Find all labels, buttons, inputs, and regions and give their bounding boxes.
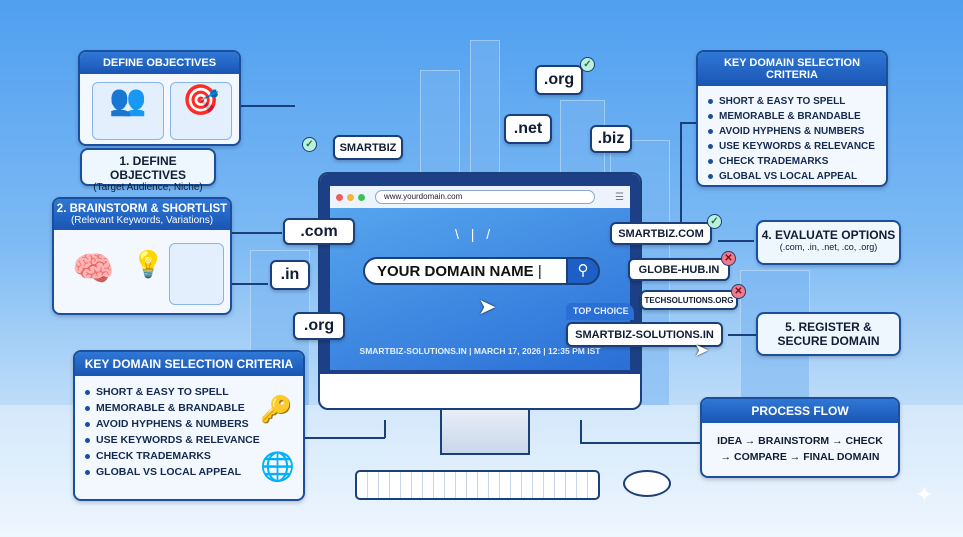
connector — [384, 420, 386, 438]
monitor-stand — [440, 410, 530, 455]
criteria-item: MEMORABLE & BRANDABLE — [85, 402, 293, 414]
criteria-item: GLOBAL VS LOCAL APPEAL — [85, 466, 293, 478]
close-dot[interactable] — [336, 193, 343, 201]
define-objectives-step: 1. DEFINE OBJECTIVES (Target Audience, N… — [80, 148, 216, 193]
search-icon: ⚲ — [577, 262, 589, 279]
search-input[interactable]: YOUR DOMAIN NAME | — [363, 257, 568, 285]
check-icon: ✓ — [580, 57, 595, 72]
sparkle-icon: ✦ — [915, 482, 934, 507]
audience-target-icon: 👥 — [92, 82, 164, 140]
criteria-header: KEY DOMAIN SELECTION CRITERIA — [698, 52, 886, 86]
step-subtitle: (Target Audience, Niche) — [93, 182, 203, 193]
register-domain-step: 5. REGISTER & SECURE DOMAIN — [756, 312, 901, 356]
top-choice-tag: TOP CHOICE — [566, 303, 634, 320]
search-value: YOUR DOMAIN NAME — [377, 263, 534, 280]
shortlist-icon — [169, 243, 224, 305]
criteria-item: SHORT & EASY TO SPELL — [708, 96, 876, 107]
criteria-item: CHECK TRADEMARKS — [708, 156, 876, 167]
unavailable-x-icon: ✕ — [731, 284, 746, 299]
step-subtitle: (.com, .in, .net, .co, .org) — [779, 242, 878, 252]
candidate-smartbiz-com[interactable]: SMARTBIZ.COM — [610, 222, 712, 245]
connector — [305, 437, 385, 439]
criteria-list: SHORT & EASY TO SPELL MEMORABLE & BRANDA… — [698, 86, 886, 185]
sparkle-icon: \ | / — [455, 226, 495, 242]
criteria-list: SHORT & EASY TO SPELL MEMORABLE & BRANDA… — [75, 376, 303, 488]
connector — [580, 442, 700, 444]
tld-bubble-com: .com — [283, 218, 355, 245]
criteria-card-right: KEY DOMAIN SELECTION CRITERIA SHORT & EA… — [696, 50, 888, 187]
criteria-header: KEY DOMAIN SELECTION CRITERIA — [75, 352, 303, 376]
tld-bubble-org-top: .org — [535, 65, 583, 95]
browser-toolbar: www.yourdomain.com ☰ — [330, 186, 630, 208]
top-choice-domain[interactable]: SMARTBIZ-SOLUTIONS.IN — [566, 322, 723, 347]
globe-icon: 🌐 — [260, 451, 295, 482]
brainstorm-subtitle: (Relevant Keywords, Variations) — [70, 215, 214, 226]
criteria-item: CHECK TRADEMARKS — [85, 450, 293, 462]
criteria-item: AVOID HYPHENS & NUMBERS — [708, 126, 876, 137]
define-objectives-card: DEFINE OBJECTIVES 👥 🎯 — [78, 50, 241, 146]
checklist-target-icon: 🎯 — [170, 82, 232, 140]
connector — [718, 240, 754, 242]
connector — [680, 122, 682, 232]
connector — [680, 122, 698, 124]
minimize-dot[interactable] — [347, 193, 354, 201]
maximize-dot[interactable] — [358, 193, 365, 201]
tld-bubble-org: .org — [293, 312, 345, 340]
menu-icon[interactable]: ☰ — [615, 191, 624, 203]
candidate-techsolutions-org[interactable]: TECHSOLUTIONS.ORG — [640, 290, 738, 310]
define-objectives-header: DEFINE OBJECTIVES — [80, 52, 239, 74]
process-flow-card: PROCESS FLOW IDEA → BRAINSTORM → CHECK →… — [700, 397, 900, 478]
candidate-globe-hub-in[interactable]: GLOBE-HUB.IN — [628, 258, 730, 281]
brainstorm-title: 2. BRAINSTORM & SHORTLIST — [56, 203, 228, 215]
lightbulb-icon: 💡 — [132, 249, 165, 279]
criteria-card-left: KEY DOMAIN SELECTION CRITERIA SHORT & EA… — [73, 350, 305, 501]
step-title: 4. EVALUATE OPTIONS — [761, 228, 896, 242]
connector — [580, 420, 582, 443]
connector — [232, 283, 268, 285]
process-flow-header: PROCESS FLOW — [702, 399, 898, 423]
connector — [240, 105, 295, 107]
head-brain-icon: 🧠 — [72, 250, 115, 288]
connector — [728, 334, 756, 336]
tld-bubble-net: .net — [504, 114, 552, 144]
connector — [232, 232, 282, 234]
criteria-item: MEMORABLE & BRANDABLE — [708, 111, 876, 122]
url-bar[interactable]: www.yourdomain.com — [375, 190, 595, 204]
name-bubble-smartbiz: SMARTBIZ — [333, 135, 403, 160]
mouse — [623, 470, 671, 497]
criteria-item: SHORT & EASY TO SPELL — [85, 386, 293, 398]
check-icon: ✓ — [302, 137, 317, 152]
step-title-line2: SECURE DOMAIN — [777, 334, 880, 348]
criteria-item: AVOID HYPHENS & NUMBERS — [85, 418, 293, 430]
tld-bubble-in: .in — [270, 260, 310, 290]
criteria-item: USE KEYWORDS & RELEVANCE — [708, 141, 876, 152]
mouse-pointer-icon: ➤ — [478, 294, 497, 319]
key-bulb-icon: 🔑 — [260, 394, 293, 424]
evaluate-options-step: 4. EVALUATE OPTIONS (.com, .in, .net, .c… — [756, 220, 901, 265]
search-button[interactable]: ⚲ — [566, 257, 600, 285]
step-title-line1: 5. REGISTER & — [785, 320, 872, 334]
mouse-pointer-icon: ➤ — [694, 340, 710, 360]
criteria-item: USE KEYWORDS & RELEVANCE — [85, 434, 293, 446]
process-flow-line1: IDEA → BRAINSTORM → CHECK — [717, 435, 883, 447]
screen-footer: SMARTBIZ-SOLUTIONS.IN | MARCH 17, 2026 |… — [359, 346, 601, 356]
brainstorm-header: 2. BRAINSTORM & SHORTLIST (Relevant Keyw… — [54, 199, 230, 230]
step-title: 1. DEFINE OBJECTIVES — [109, 154, 187, 182]
brainstorm-card: 2. BRAINSTORM & SHORTLIST (Relevant Keyw… — [52, 197, 232, 315]
text-cursor: | — [533, 263, 542, 280]
process-flow-line2: → COMPARE → FINAL DOMAIN — [720, 451, 880, 463]
available-check-icon: ✓ — [707, 214, 722, 229]
keyboard — [355, 470, 600, 500]
criteria-item: GLOBAL VS LOCAL APPEAL — [708, 171, 876, 182]
unavailable-x-icon: ✕ — [721, 251, 736, 266]
tld-bubble-biz: .biz — [590, 125, 632, 153]
